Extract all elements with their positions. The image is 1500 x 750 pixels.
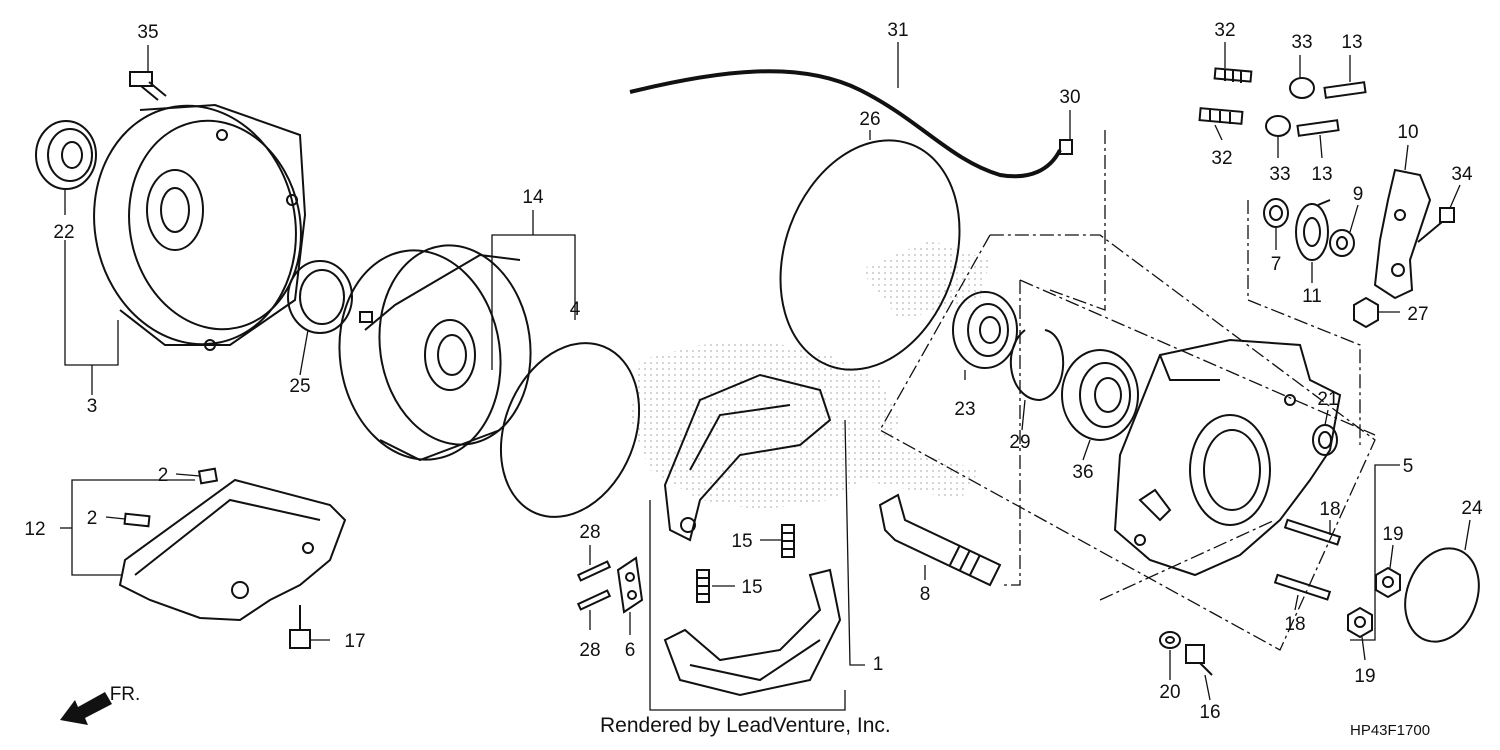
collar-33-upper <box>1289 77 1315 99</box>
brake-shoe-upper <box>663 373 832 542</box>
callout-30: 30 <box>1059 87 1080 108</box>
cable-31 <box>629 69 1062 179</box>
bolt-16 <box>1185 644 1213 676</box>
callout-35: 35 <box>137 22 158 43</box>
washer-20 <box>1159 631 1181 649</box>
brake-drum-3 <box>93 103 307 351</box>
shaft-8 <box>878 493 1002 587</box>
seal-25 <box>287 260 353 334</box>
bolt-35 <box>129 71 167 101</box>
bolt-34 <box>1417 207 1455 243</box>
callout-29: 29 <box>1009 432 1030 453</box>
callout-32-upper: 32 <box>1214 20 1235 41</box>
callout-2-upper: 2 <box>158 465 169 486</box>
background-watermark-logo <box>630 240 990 510</box>
o-ring-26 <box>779 139 961 371</box>
callout-36: 36 <box>1072 462 1093 483</box>
callout-10: 10 <box>1397 122 1418 143</box>
callout-13-lower: 13 <box>1311 164 1332 185</box>
callout-13-upper: 13 <box>1341 32 1362 53</box>
callout-6: 6 <box>625 640 636 661</box>
o-ring-24 <box>1404 547 1480 643</box>
callout-25: 25 <box>289 376 310 397</box>
seal-7 <box>1263 198 1289 228</box>
callout-14: 14 <box>522 187 544 208</box>
direction-label: FR. <box>110 684 141 705</box>
brake-shoe-lower <box>663 568 842 697</box>
dashed-assembly-outlines <box>879 130 1376 651</box>
clip-2-upper <box>197 467 219 485</box>
washer-9 <box>1329 229 1355 257</box>
bearing-36 <box>1061 349 1139 441</box>
spring-11 <box>1295 199 1331 261</box>
callout-19-upper: 19 <box>1382 524 1403 545</box>
callout-15-lower: 15 <box>741 577 762 598</box>
clip-2-lower <box>123 512 151 528</box>
seal-21 <box>1312 424 1338 456</box>
callout-31: 31 <box>887 20 908 41</box>
callout-4: 4 <box>570 299 581 320</box>
callout-33-upper: 33 <box>1291 32 1312 53</box>
callout-20: 20 <box>1159 682 1180 703</box>
callout-33-lower: 33 <box>1269 164 1290 185</box>
callout-8: 8 <box>920 584 931 605</box>
diagram-code: HP43F1700 <box>1350 722 1430 739</box>
callout-26: 26 <box>859 109 880 130</box>
pin-28-upper <box>576 560 612 582</box>
callout-28-lower: 28 <box>579 640 600 661</box>
pin-28-lower <box>576 589 612 611</box>
callout-5: 5 <box>1403 456 1414 477</box>
leader-lines <box>60 42 1471 711</box>
callout-27: 27 <box>1407 304 1428 325</box>
callout-16: 16 <box>1199 702 1220 723</box>
callout-15-upper: 15 <box>731 531 752 552</box>
pin-13-upper <box>1323 81 1367 99</box>
bearing-22 <box>35 120 97 190</box>
callout-18-lower: 18 <box>1284 614 1305 635</box>
callout-22: 22 <box>53 222 74 243</box>
front-direction-arrow: FR. <box>60 684 140 725</box>
nut-19-lower <box>1347 606 1373 639</box>
callout-3: 3 <box>87 396 98 417</box>
callout-21: 21 <box>1317 389 1338 410</box>
spring-15-upper <box>781 524 795 558</box>
callout-7: 7 <box>1271 254 1282 275</box>
collar-33-lower <box>1265 115 1291 137</box>
callout-32-lower: 32 <box>1211 148 1232 169</box>
callout-2-lower: 2 <box>87 508 98 529</box>
callout-labels: 35 22 3 25 14 4 2 2 12 17 31 26 30 28 28… <box>24 20 1483 723</box>
spring-32-lower <box>1198 107 1244 125</box>
clip-30 <box>1059 139 1073 155</box>
callout-23: 23 <box>954 399 975 420</box>
callout-34: 34 <box>1451 164 1473 185</box>
brake-drum-14 <box>338 244 532 462</box>
callout-17: 17 <box>344 631 365 652</box>
callout-24: 24 <box>1461 498 1483 519</box>
callout-1: 1 <box>873 654 884 675</box>
callout-9: 9 <box>1353 184 1364 205</box>
callout-18-upper: 18 <box>1319 499 1340 520</box>
spring-15-lower <box>696 569 710 603</box>
callout-19-lower: 19 <box>1354 666 1375 687</box>
bolt-17 <box>289 605 311 649</box>
ring-4 <box>499 342 641 518</box>
callout-11: 11 <box>1302 286 1322 307</box>
callout-12: 12 <box>24 519 45 540</box>
plate-6 <box>616 556 644 614</box>
bearing-23 <box>952 291 1018 369</box>
spring-32-upper <box>1213 67 1253 83</box>
gear-case-5 <box>1113 338 1342 577</box>
circlip-29 <box>1009 329 1065 402</box>
nut-27 <box>1353 296 1379 329</box>
stud-18-upper <box>1283 518 1342 546</box>
stud-18-lower <box>1273 573 1332 601</box>
skid-plate-12 <box>118 478 347 622</box>
pin-13-lower <box>1296 119 1340 137</box>
watermark: Rendered by LeadVenture, Inc. <box>600 714 891 737</box>
callout-28-upper: 28 <box>579 522 600 543</box>
arm-10 <box>1373 168 1432 300</box>
nut-19-upper <box>1375 566 1401 599</box>
